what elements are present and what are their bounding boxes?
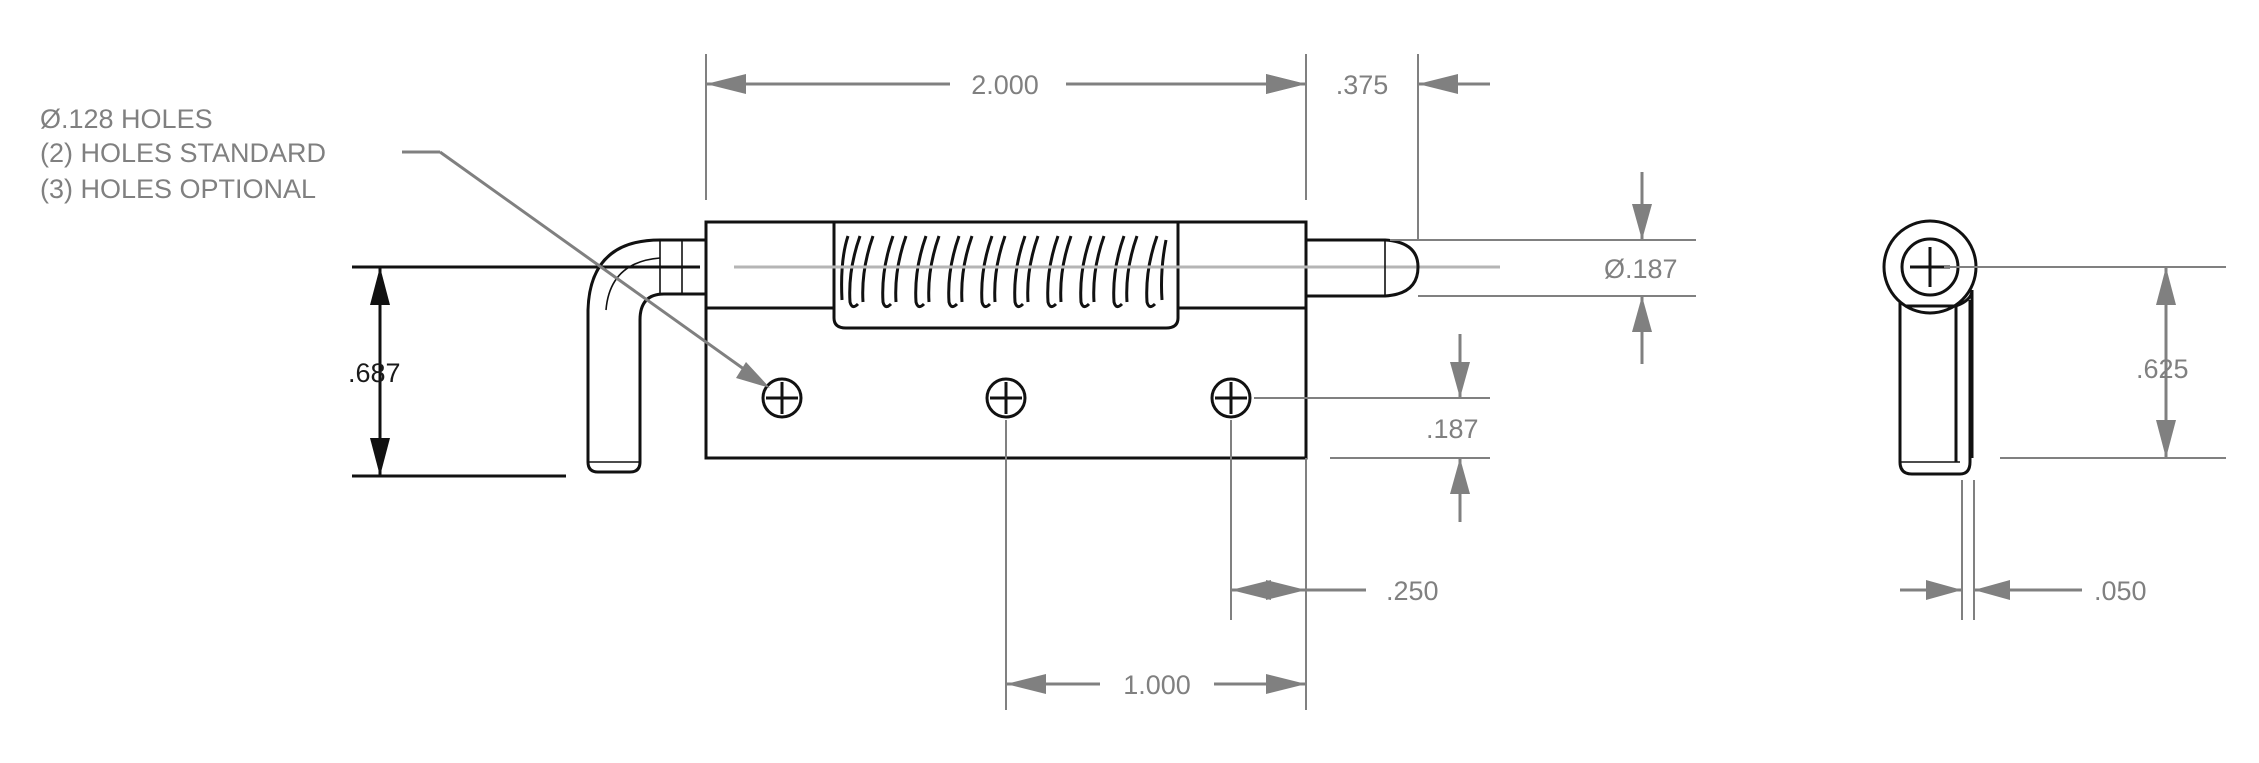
overall-length-label: 2.000 [971, 70, 1039, 100]
spring [840, 235, 1168, 309]
side-height-label: .625 [2136, 354, 2189, 384]
pin-extension-label: .375 [1336, 70, 1389, 100]
dim-hole-from-end: .250 [1230, 420, 1439, 710]
dim-height: .687 [348, 265, 700, 478]
hole-spacing-label: 1.000 [1123, 670, 1191, 700]
dim-pin-extension: .375 [1266, 54, 1490, 240]
side-plate [1898, 300, 1972, 476]
mounting-hole-right [1210, 377, 1252, 419]
spring-channel [832, 236, 1180, 330]
callout-line-3: (3) HOLES OPTIONAL [40, 174, 316, 204]
hole-from-end-label: .250 [1386, 576, 1439, 606]
callout-line-2: (2) HOLES STANDARD [40, 138, 326, 168]
side-view [1882, 219, 1978, 476]
pin-right-end [1306, 238, 1420, 298]
hole-from-bottom-label: .187 [1426, 414, 1479, 444]
hole-callout: Ø.128 HOLES (2) HOLES STANDARD (3) HOLES… [40, 104, 770, 388]
height-label: .687 [348, 358, 401, 388]
callout-line-1: Ø.128 HOLES [40, 104, 213, 134]
dim-overall-length: 2.000 [705, 54, 1307, 200]
pin-handle [586, 238, 706, 474]
dim-pin-diameter: Ø.187 [1390, 172, 1696, 364]
dim-side-height: .625 [1944, 266, 2226, 459]
pin-diameter-label: Ø.187 [1604, 254, 1678, 284]
mounting-hole-left [761, 377, 803, 419]
right-knuckle [1176, 220, 1308, 310]
dim-hole-spacing: 1.000 [1005, 420, 1306, 710]
dim-thickness: .050 [1900, 480, 2147, 620]
thickness-label: .050 [2094, 576, 2147, 606]
dim-hole-from-bottom: .187 [1254, 334, 1490, 522]
left-knuckle [704, 220, 836, 310]
front-view [586, 220, 1500, 474]
mounting-hole-center [985, 377, 1027, 419]
